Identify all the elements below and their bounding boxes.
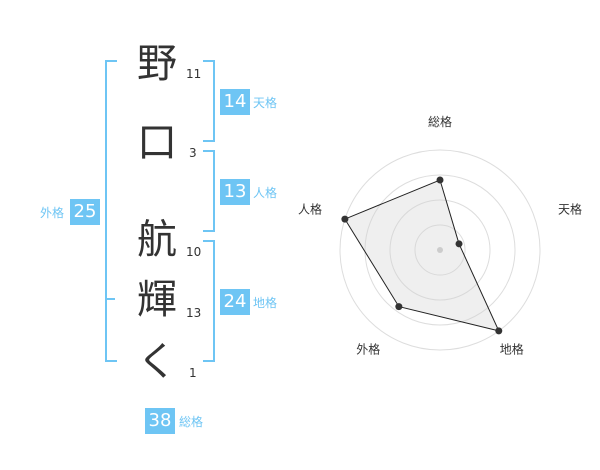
tenkaku-bracket [203,60,215,142]
tenkaku-value-badge: 14 [220,89,250,115]
jinkaku-bracket [203,150,215,232]
name-char-2: 口 [137,120,177,166]
name-char-1: 野 [137,41,177,87]
radar-point-5 [341,215,349,223]
chikaku-value-badge: 24 [220,289,250,315]
radar-point-1 [436,176,444,184]
radar-ring-1 [414,224,466,276]
soukaku-label: 総格 [179,415,204,429]
stroke-count-2: 3 [189,146,197,160]
chikaku-bracket [203,240,215,362]
radar-point-2 [455,240,463,248]
jinkaku-label: 人格 [253,186,278,200]
gaikaku-label: 外格 [40,206,65,220]
radar-ring-3 [364,174,516,326]
stroke-count-4: 13 [186,306,202,320]
radar-point-4 [395,303,403,311]
radar-axis-label-5: 人格 [298,201,322,216]
radar-axis-label-1: 総格 [428,114,452,129]
radar-ring-2 [389,199,491,301]
radar-axis-label-3: 地格 [500,342,524,357]
radar-axis-label-4: 外格 [356,342,380,357]
radar-ring-4 [339,149,541,351]
inner-bracket-lower [105,298,115,300]
soukaku-value-badge: 38 [145,408,175,434]
stroke-count-3: 10 [186,245,202,259]
chikaku-label: 地格 [253,296,278,310]
outer-bracket [105,60,117,362]
name-char-3: 航 [137,217,177,263]
stroke-count-5: 1 [189,366,197,380]
name-char-5: く [137,339,177,385]
jinkaku-value-badge: 13 [220,179,250,205]
radar-center-dot [437,247,443,253]
radar-point-3 [495,327,503,335]
tenkaku-label: 天格 [253,96,278,110]
radar-axis-label-2: 天格 [558,201,582,216]
name-char-4: 輝 [137,277,177,323]
stroke-count-1: 11 [186,67,202,81]
gaikaku-value-badge: 25 [70,199,100,225]
radar-data-polygon [344,179,500,332]
